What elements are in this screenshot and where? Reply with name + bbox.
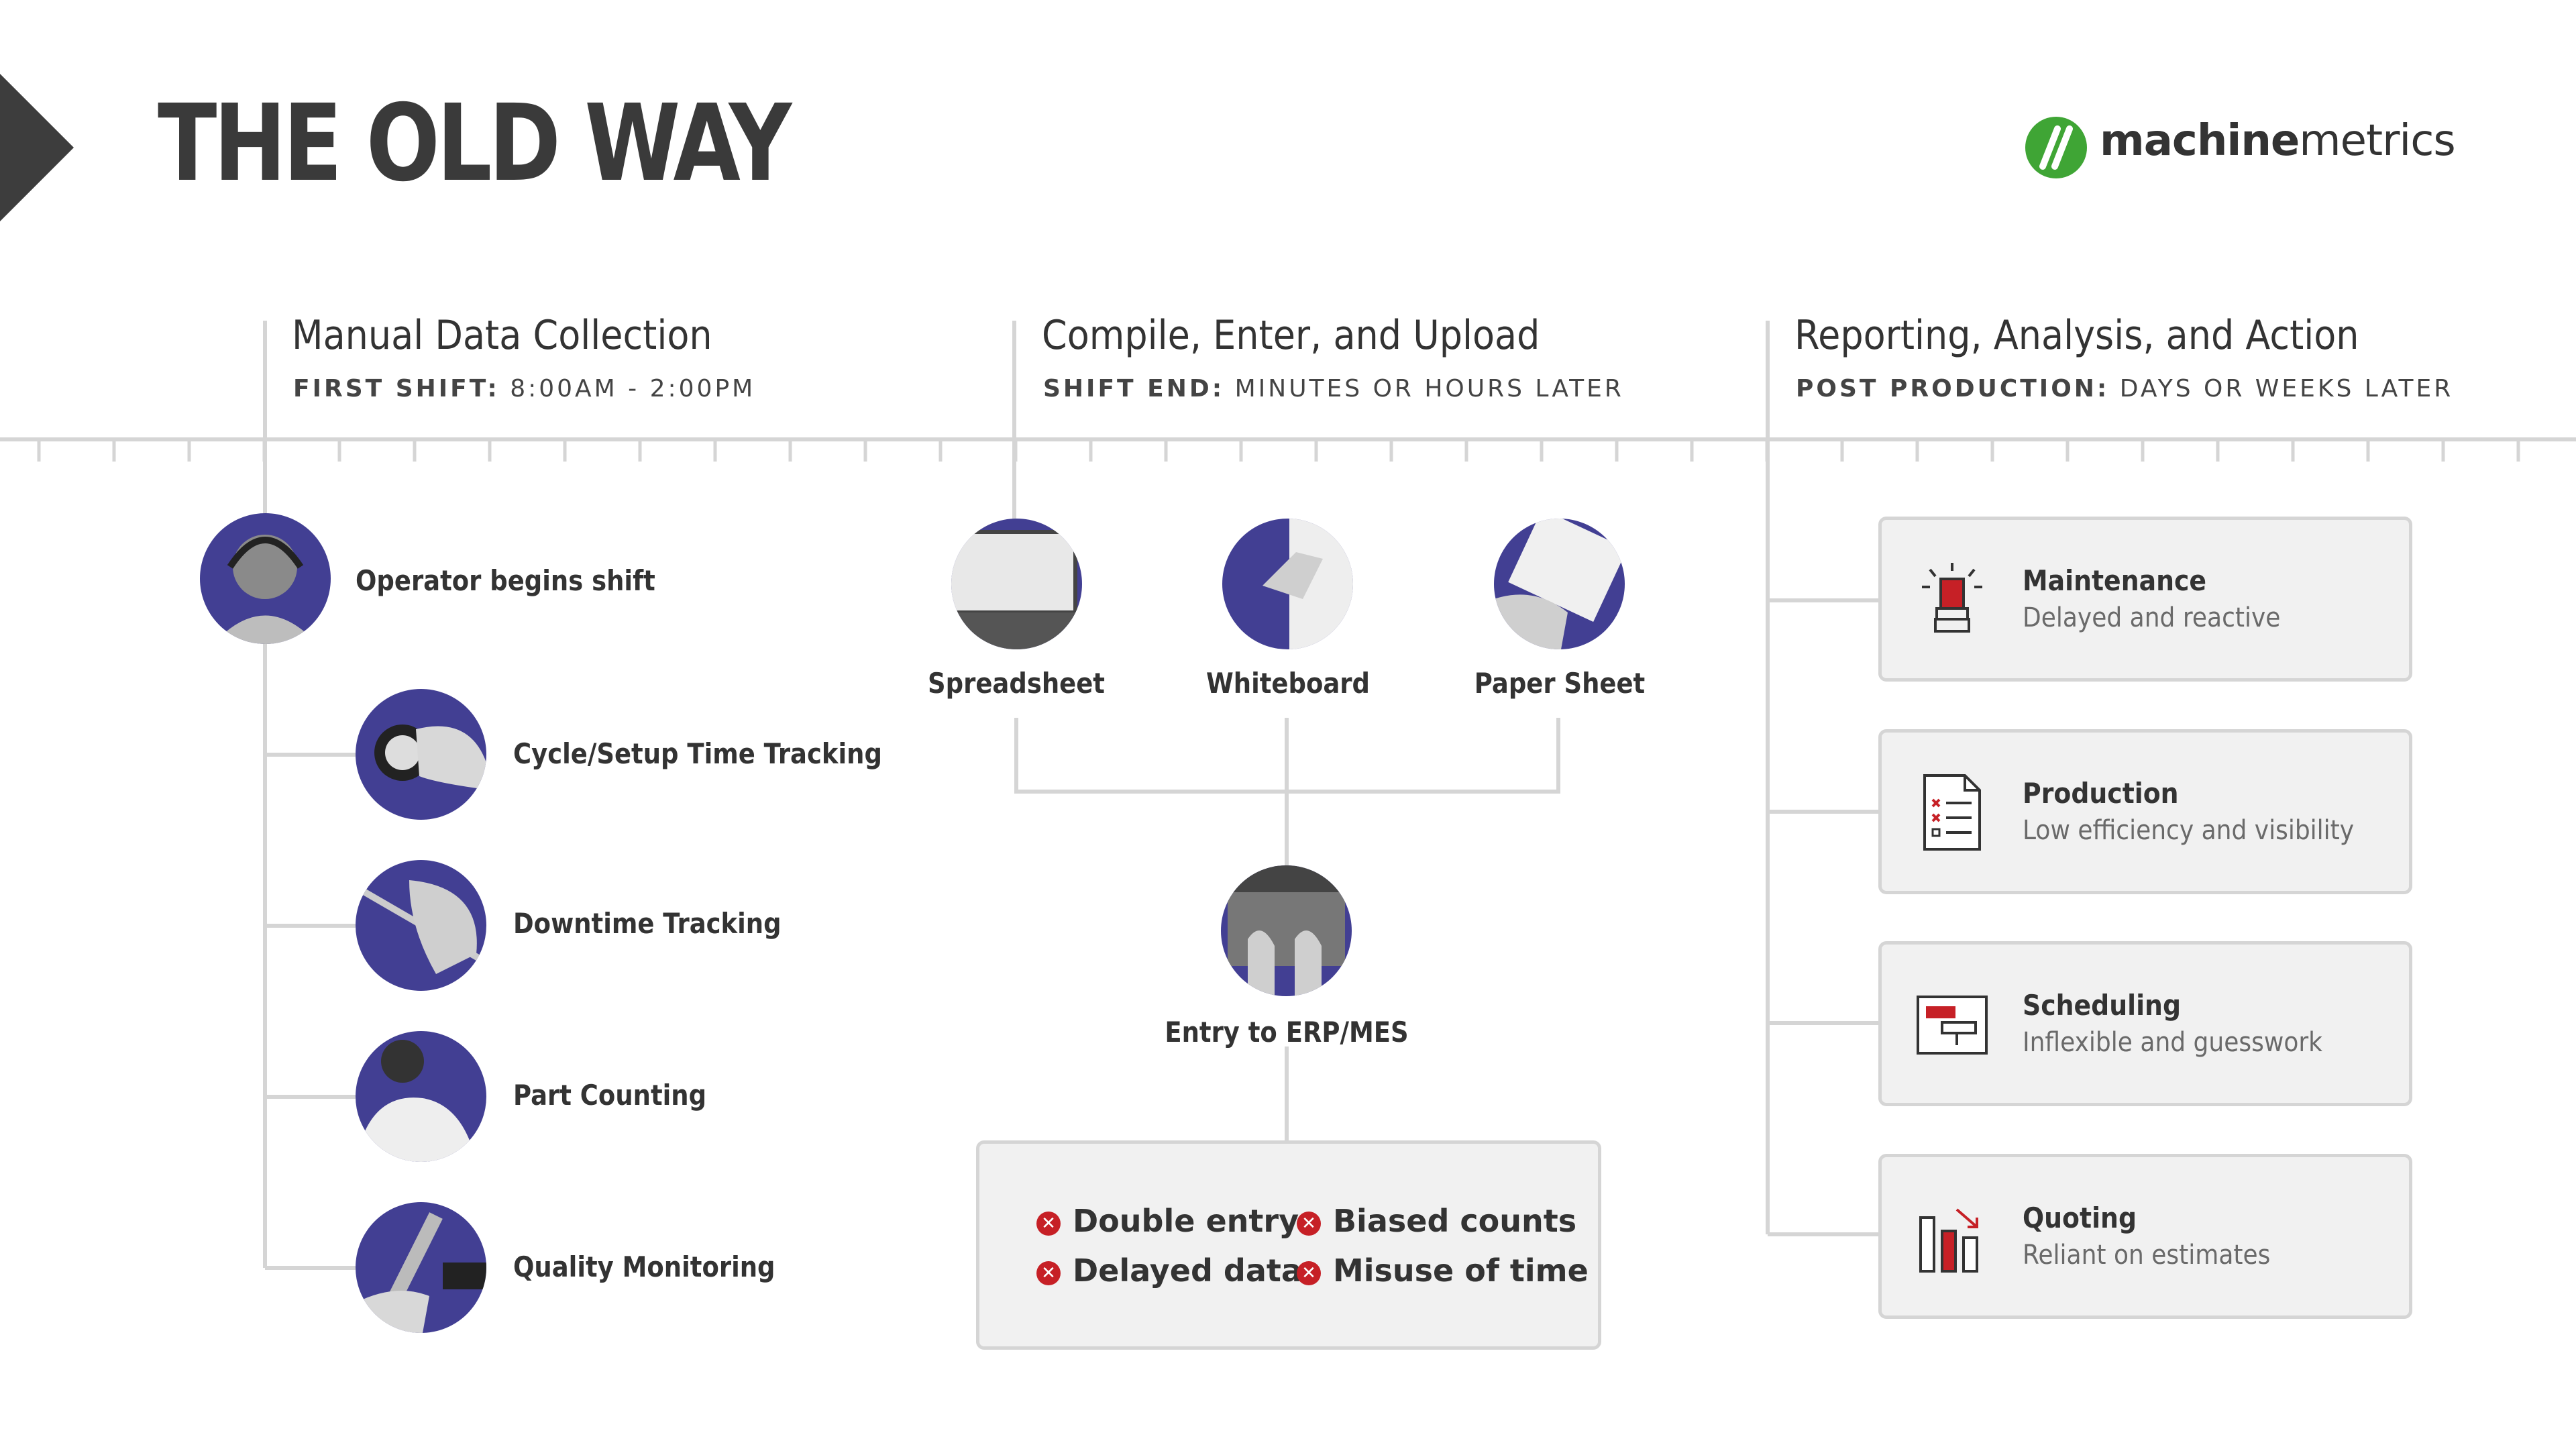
downtime-tracking-label: Downtime Tracking: [513, 907, 782, 940]
card-scheduling: Scheduling Inflexible and guesswork: [1878, 941, 2412, 1106]
card-production: Production Low efficiency and visibility: [1878, 729, 2412, 894]
entry-erp-mes-label: Entry to ERP/MES: [1165, 1016, 1409, 1049]
logo-wordmark: machinemetrics: [2100, 119, 2456, 162]
operator-begins-shift-label: Operator begins shift: [356, 564, 655, 597]
issues-box: ✕Double entry ✕Biased counts ✕Delayed da…: [976, 1140, 1601, 1350]
section-sub-text: DAYS OR WEEKS LATER: [2109, 375, 2454, 402]
laptop-spreadsheet-photo-icon: [951, 519, 1082, 649]
logo-text-bold: machine: [2100, 116, 2300, 166]
card-maintenance: Maintenance Delayed and reactive: [1878, 517, 2412, 682]
section-title-reporting: Reporting, Analysis, and Action: [1794, 312, 2359, 359]
spreadsheet-label: Spreadsheet: [928, 667, 1105, 700]
whiteboard-photo-icon: [1222, 519, 1353, 649]
section-sub-bold: POST PRODUCTION:: [1796, 375, 2110, 402]
paper-sheet-label: Paper Sheet: [1474, 667, 1646, 700]
operator-photo-icon: [200, 513, 331, 644]
issue-misuse-of-time: ✕ Misuse of time: [1297, 1255, 1589, 1286]
bar-chart-down-icon: [1919, 1208, 1978, 1273]
card-title: Production: [2023, 777, 2179, 810]
page-title: THE OLD WAY: [158, 82, 792, 205]
issue-double-entry: ✕ Double entry: [1036, 1205, 1299, 1236]
card-title: Quoting: [2023, 1201, 2137, 1234]
card-title: Maintenance: [2023, 564, 2207, 597]
whiteboard-label: Whiteboard: [1206, 667, 1370, 700]
card-subtitle: Delayed and reactive: [2023, 602, 2281, 633]
issue-text: Misuse of time: [1333, 1252, 1589, 1289]
section-sub-text: 8:00AM - 2:00PM: [499, 375, 756, 402]
section-subtitle-collection: FIRST SHIFT: 8:00AM - 2:00PM: [293, 377, 755, 401]
header-arrow-mark: [0, 74, 74, 221]
machinemetrics-logo-icon: [2025, 117, 2087, 178]
clipboard-photo-icon: [1494, 519, 1625, 649]
alarm-light-icon: [1922, 563, 1982, 633]
card-subtitle: Low efficiency and visibility: [2023, 815, 2355, 846]
cycle-setup-time-tracking-label: Cycle/Setup Time Tracking: [513, 737, 882, 770]
section-subtitle-reporting: POST PRODUCTION: DAYS OR WEEKS LATER: [1796, 377, 2453, 401]
checklist-icon: [1923, 774, 1981, 851]
x-circle-icon: ✕: [1297, 1261, 1321, 1285]
section-sub-bold: FIRST SHIFT:: [293, 375, 500, 402]
card-subtitle: Reliant on estimates: [2023, 1240, 2271, 1271]
quality-monitoring-label: Quality Monitoring: [513, 1250, 775, 1283]
issue-text: Biased counts: [1333, 1203, 1577, 1239]
section-sub-bold: SHIFT END:: [1043, 375, 1225, 402]
keyboard-photo-icon: [1221, 865, 1352, 996]
person-writing-photo-icon: [356, 1031, 486, 1162]
issue-text: Delayed data: [1073, 1252, 1302, 1289]
caliper-photo-icon: [356, 1202, 486, 1333]
card-quoting: Quoting Reliant on estimates: [1878, 1154, 2412, 1319]
x-circle-icon: ✕: [1297, 1212, 1321, 1236]
x-circle-icon: ✕: [1036, 1212, 1061, 1236]
x-circle-icon: ✕: [1036, 1261, 1061, 1285]
section-subtitle-compile: SHIFT END: MINUTES OR HOURS LATER: [1043, 377, 1624, 401]
card-subtitle: Inflexible and guesswork: [2023, 1027, 2323, 1058]
section-title-compile: Compile, Enter, and Upload: [1042, 312, 1540, 359]
logo-text-light: metrics: [2299, 116, 2455, 166]
gantt-icon: [1917, 996, 1988, 1055]
card-title: Scheduling: [2023, 989, 2182, 1022]
section-sub-text: MINUTES OR HOURS LATER: [1224, 375, 1624, 402]
issue-delayed-data: ✕ Delayed data: [1036, 1255, 1302, 1286]
issue-text: Double entry: [1073, 1203, 1299, 1239]
section-title-collection: Manual Data Collection: [292, 312, 712, 359]
part-counting-label: Part Counting: [513, 1079, 707, 1112]
issue-biased-counts: ✕ Biased counts: [1297, 1205, 1576, 1236]
pen-writing-photo-icon: [356, 860, 486, 991]
stopwatch-photo-icon: [356, 689, 486, 820]
